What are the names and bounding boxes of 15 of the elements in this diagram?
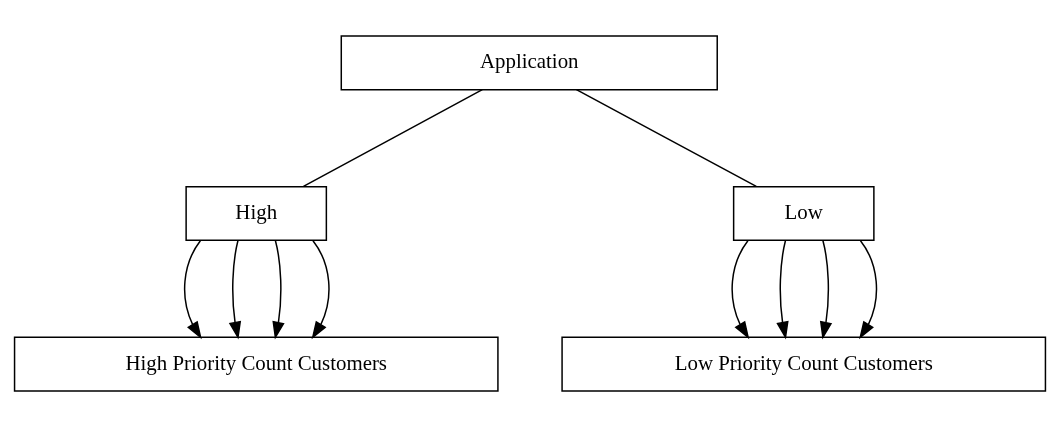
node-box: High Priority Count Customers — [13, 336, 499, 392]
node-box: Application — [340, 35, 718, 91]
arrow — [731, 239, 750, 340]
connector — [302, 88, 484, 188]
arrow — [859, 239, 878, 340]
arrow — [776, 239, 789, 340]
node-box: Low — [732, 185, 875, 242]
arrow — [228, 239, 242, 340]
node-box: Low Priority Count Customers — [561, 336, 1047, 392]
arrow — [311, 239, 330, 340]
arrow — [819, 239, 833, 340]
arrow — [272, 239, 285, 340]
connector — [575, 88, 757, 188]
node-box: High — [185, 185, 328, 242]
arrow — [183, 239, 202, 340]
